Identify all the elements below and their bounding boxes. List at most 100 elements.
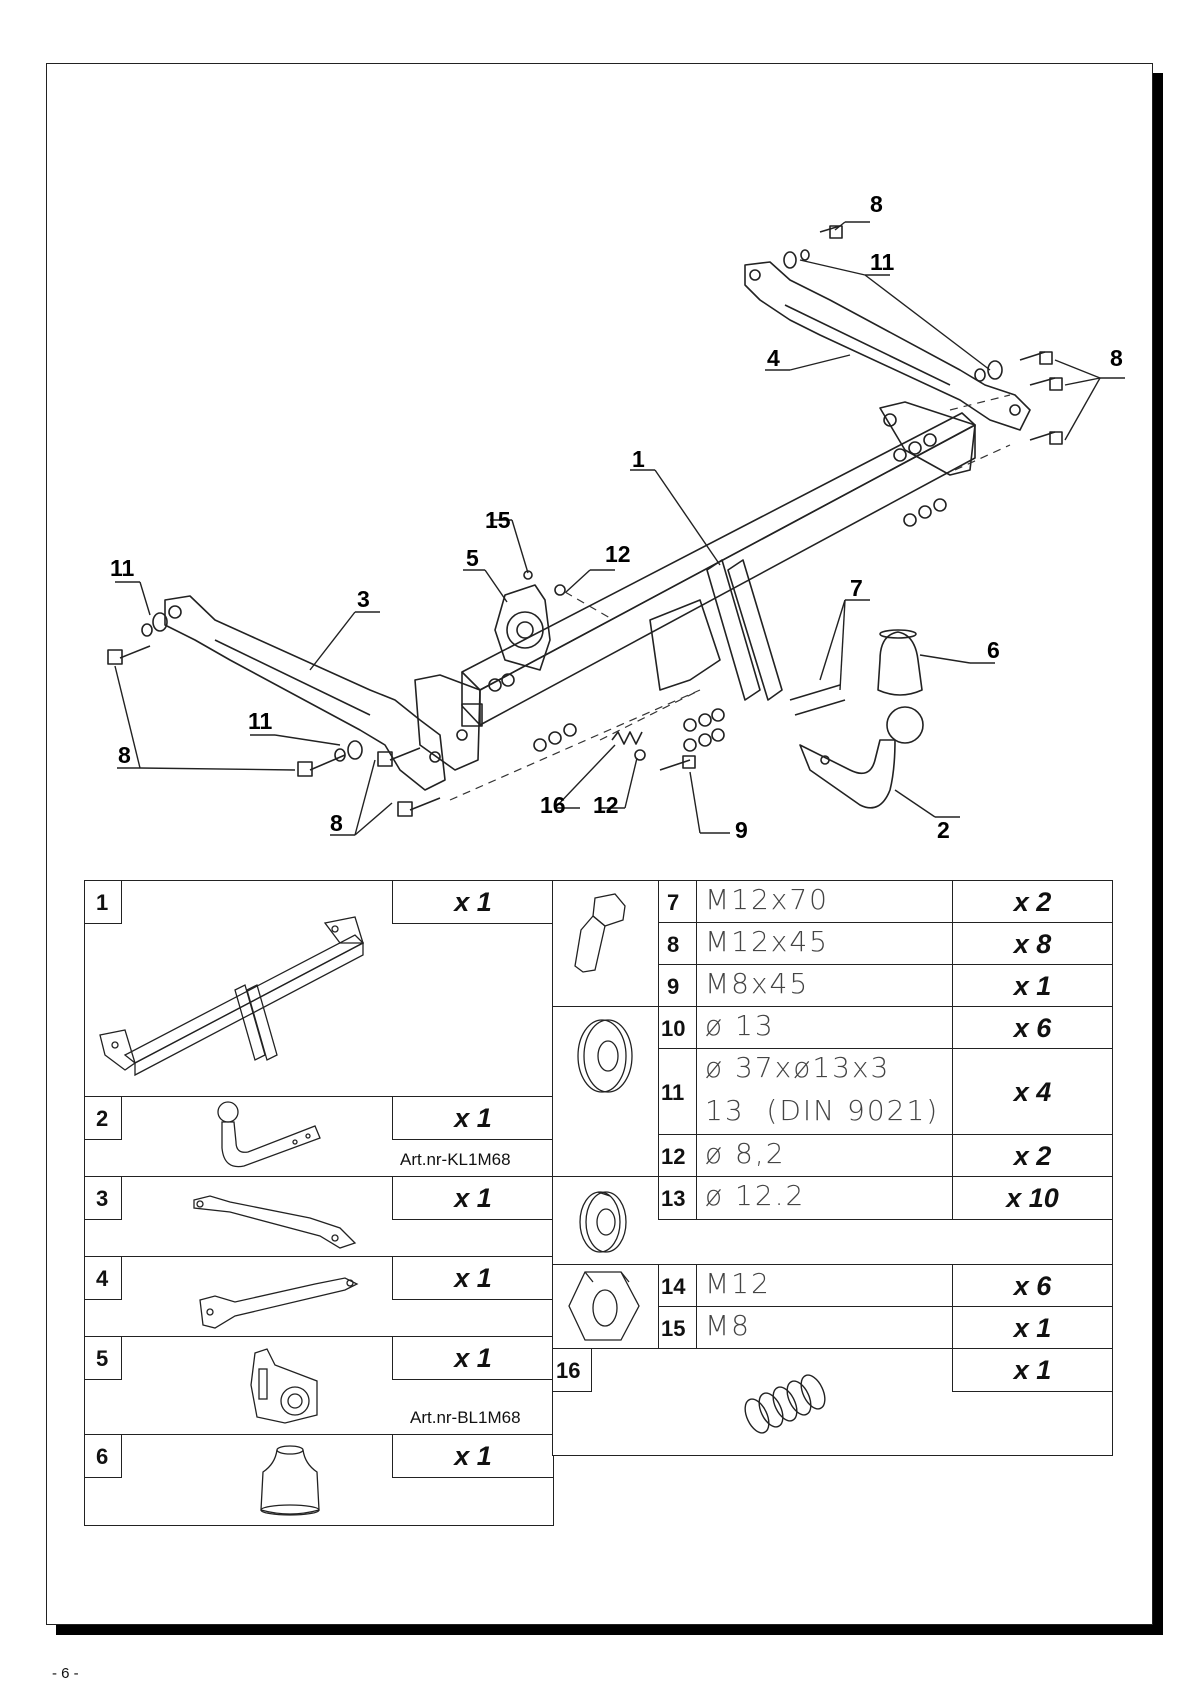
part-11-spec-line2: 13 (DIN 9021)	[705, 1094, 940, 1127]
part-15-qty: x 1	[952, 1306, 1113, 1350]
row-16-num-box	[552, 1348, 592, 1392]
row-9-spec-box	[696, 964, 954, 1008]
right-side-arm-drawing	[744, 261, 1031, 431]
part-12-spec: ø 8,2	[705, 1137, 786, 1170]
washer-drawings	[141, 249, 1003, 762]
callout-9: 9	[735, 817, 748, 843]
part-13-qty: x 10	[952, 1176, 1113, 1220]
tow-ball-thumbnail	[217, 1101, 321, 1168]
bolt-drawings	[107, 225, 1063, 817]
callout-5: 5	[466, 545, 479, 571]
leader-lines	[114, 221, 1125, 836]
assembly-dash-lines	[449, 394, 1011, 801]
part-15-number: 15	[661, 1316, 686, 1341]
callout-11-mid: 11	[248, 708, 273, 734]
bolt-icon	[574, 893, 626, 973]
callout-8-left: 8	[118, 742, 131, 768]
row-14-spec-box	[696, 1264, 954, 1308]
part-14-spec: M12	[705, 1267, 771, 1300]
callout-11-top: 11	[870, 249, 895, 275]
part-3-number: 3	[96, 1186, 109, 1211]
nut-icon	[568, 1271, 640, 1341]
part-6-qty: x 1	[392, 1434, 554, 1478]
part-5-num-box	[84, 1336, 122, 1380]
callout-16: 16	[540, 792, 566, 818]
part-12-qty: x 2	[952, 1134, 1113, 1178]
callout-8-top: 8	[870, 191, 883, 217]
part-8-spec: M12x45	[705, 925, 829, 958]
part-12-number: 12	[661, 1144, 686, 1169]
callout-11-left: 11	[110, 555, 135, 581]
part-6-num-box	[84, 1434, 122, 1478]
part-16-qty: x 1	[952, 1348, 1113, 1392]
part-3-num-box	[84, 1176, 122, 1220]
part-7-qty: x 2	[952, 880, 1113, 924]
part-1-num-box	[84, 880, 122, 924]
part-10-spec: ø 13	[705, 1009, 775, 1042]
callout-8-right: 8	[1110, 345, 1123, 371]
part-2-num-box	[84, 1096, 122, 1140]
spring-icon	[744, 1374, 826, 1434]
part-9-qty: x 1	[952, 964, 1113, 1008]
part-10-qty: x 6	[952, 1006, 1113, 1050]
right-arm-thumbnail	[199, 1277, 359, 1329]
spring-drawing	[611, 731, 643, 745]
socket-plate-drawing	[494, 584, 551, 671]
tow-ball-drawing	[799, 706, 924, 809]
row-13-spec-box	[696, 1176, 954, 1220]
row-7-spec-box	[696, 880, 954, 924]
part-2-article: Art.nr-KL1M68	[400, 1150, 511, 1169]
row-9-num-box	[658, 964, 698, 1008]
callout-15: 15	[485, 507, 511, 533]
crossbar-thumbnail	[99, 916, 365, 1077]
part-9-number: 9	[667, 974, 680, 999]
part-1-number: 1	[96, 890, 109, 915]
part-9-spec: M8x45	[705, 967, 810, 1000]
part-5-number: 5	[96, 1346, 109, 1371]
washer-icon	[577, 1019, 633, 1093]
callout-2: 2	[937, 817, 950, 843]
ball-cover-thumbnail	[260, 1445, 320, 1516]
callout-3: 3	[357, 586, 370, 612]
part-15-spec: M8	[705, 1309, 751, 1342]
crossbar-drawing	[414, 401, 976, 771]
callout-4: 4	[767, 345, 780, 371]
callout-12-top: 12	[605, 541, 631, 567]
spring-washer-icon	[579, 1191, 627, 1253]
left-side-arm-drawing	[164, 595, 446, 791]
part-13-number: 13	[661, 1186, 686, 1211]
part-5-article: Art.nr-BL1M68	[410, 1408, 521, 1427]
socket-plate-thumbnail	[250, 1348, 318, 1424]
part-1-qty: x 1	[392, 880, 554, 924]
part-2-number: 2	[96, 1106, 109, 1131]
part-14-qty: x 6	[952, 1264, 1113, 1308]
callout-7: 7	[850, 575, 863, 601]
part-11-number: 11	[661, 1080, 685, 1105]
part-4-num-box	[84, 1256, 122, 1300]
callout-1: 1	[632, 446, 645, 472]
part-14-number: 14	[661, 1274, 686, 1299]
part-11-spec-line1: ø 37xø13x3	[705, 1051, 891, 1084]
part-16-number: 16	[556, 1358, 581, 1383]
left-arm-thumbnail	[193, 1195, 357, 1249]
part-2-qty: x 1	[392, 1096, 554, 1140]
part-8-number: 8	[667, 932, 680, 957]
part-3-qty: x 1	[392, 1176, 554, 1220]
part-4-number: 4	[96, 1266, 109, 1291]
callout-12-bottom: 12	[593, 792, 619, 818]
page-number: - 6 -	[52, 1665, 79, 1682]
callout-8-bottom: 8	[330, 810, 343, 836]
part-8-qty: x 8	[952, 922, 1113, 966]
part-10-number: 10	[661, 1016, 686, 1041]
ball-cover-drawing	[877, 629, 923, 696]
part-11-qty: x 4	[952, 1048, 1113, 1136]
part-6-number: 6	[96, 1444, 109, 1469]
row-10-spec-box	[696, 1006, 954, 1050]
part-7-spec: M12x70	[705, 883, 829, 916]
part-7-number: 7	[667, 890, 680, 915]
callout-6: 6	[987, 637, 1000, 663]
part-4-qty: x 1	[392, 1256, 554, 1300]
part-13-spec: ø 12.2	[705, 1179, 806, 1212]
part-5-qty: x 1	[392, 1336, 554, 1380]
